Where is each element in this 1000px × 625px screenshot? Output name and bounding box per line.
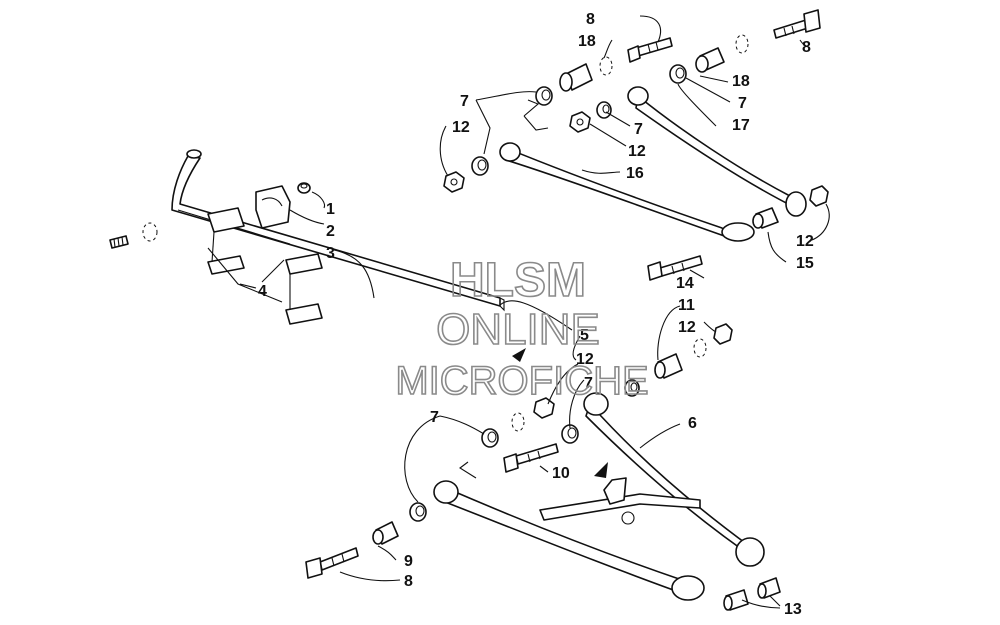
bar-end-screw bbox=[109, 222, 158, 249]
callout-8-lower: 8 bbox=[404, 573, 413, 590]
upper-outer-bushing bbox=[752, 207, 779, 229]
callout-4: 4 bbox=[258, 283, 267, 300]
callout-9: 9 bbox=[404, 553, 413, 570]
callout-18-right: 18 bbox=[732, 73, 750, 90]
upper-sleeve-right bbox=[695, 47, 725, 73]
callout-7-upper-left: 7 bbox=[460, 93, 469, 110]
lower-bushing-mid-a bbox=[481, 428, 499, 448]
watermark-line-1: HLSM bbox=[450, 254, 586, 307]
watermark: HLSM ONLINE MICROFICHE bbox=[395, 253, 650, 404]
watermark-line-3: MICROFICHE bbox=[395, 359, 648, 403]
callout-7-lower-left: 7 bbox=[430, 409, 439, 426]
callout-2: 2 bbox=[326, 223, 335, 240]
lower-outer-bushing-a bbox=[723, 589, 749, 611]
callout-5: 5 bbox=[580, 327, 589, 344]
upper-bushing-d bbox=[471, 156, 489, 176]
callout-12-lower-mid: 12 bbox=[576, 351, 594, 368]
callout-15: 15 bbox=[796, 255, 814, 272]
callout-6: 6 bbox=[688, 415, 697, 432]
lower-washer-1 bbox=[511, 412, 525, 432]
callout-16: 16 bbox=[626, 165, 644, 182]
callout-8-right: 8 bbox=[802, 39, 811, 56]
bar-clamp-upper bbox=[255, 182, 311, 229]
arrow-upper-marker bbox=[512, 348, 526, 362]
lower-bolt-left bbox=[305, 547, 359, 579]
lower-outer-bushing-b bbox=[757, 577, 781, 599]
bar-bracket-left bbox=[207, 207, 245, 275]
lower-nut-upper bbox=[713, 323, 733, 345]
callout-7-upper-right: 7 bbox=[738, 95, 747, 112]
upper-washer-2 bbox=[735, 34, 749, 54]
lower-bushing-mid-c bbox=[624, 379, 640, 397]
lower-a-arm bbox=[433, 392, 765, 601]
callout-labels: 1 2 3 4 5 6 7 7 7 7 7 8 8 8 9 10 11 12 1… bbox=[258, 11, 814, 618]
lower-sleeve bbox=[372, 521, 399, 545]
callout-12-upper-right: 12 bbox=[796, 233, 814, 250]
upper-bushing-a bbox=[535, 86, 553, 106]
watermark-line-2: ONLINE bbox=[436, 305, 600, 354]
callout-10: 10 bbox=[552, 465, 570, 482]
lower-bolt-mid bbox=[503, 443, 559, 473]
callout-1: 1 bbox=[326, 201, 335, 218]
upper-washer-1 bbox=[599, 56, 613, 76]
upper-sleeve-left bbox=[559, 63, 593, 92]
callout-17: 17 bbox=[732, 117, 750, 134]
callout-3: 3 bbox=[326, 245, 335, 262]
callout-12-lower-right: 12 bbox=[678, 319, 696, 336]
stabilizer-bar bbox=[171, 149, 505, 312]
callout-7-upper-mid: 7 bbox=[634, 121, 643, 138]
leader-lines bbox=[207, 15, 830, 609]
lower-washer-2 bbox=[693, 338, 707, 358]
callout-8-top: 8 bbox=[586, 11, 595, 28]
callout-12-upper-mid: 12 bbox=[628, 143, 646, 160]
upper-nut-left bbox=[443, 171, 465, 193]
lower-sleeve-upper bbox=[654, 353, 683, 379]
callout-12-upper-left: 12 bbox=[452, 119, 470, 136]
callout-13: 13 bbox=[784, 601, 802, 618]
lower-nut-mid bbox=[533, 397, 555, 419]
ball-joint-bolt bbox=[647, 255, 703, 281]
lower-bushing-left bbox=[409, 502, 427, 522]
upper-bolt-right bbox=[773, 9, 821, 39]
upper-a-arm bbox=[499, 86, 807, 242]
callout-11: 11 bbox=[678, 297, 695, 314]
callout-7-lower-mid: 7 bbox=[584, 375, 593, 392]
upper-nut bbox=[569, 111, 591, 133]
upper-bushing-b bbox=[669, 64, 687, 84]
upper-bolt-top bbox=[627, 37, 673, 63]
arrow-lower-marker bbox=[594, 462, 608, 478]
callout-18-upper: 18 bbox=[578, 33, 596, 50]
bar-bracket-right bbox=[285, 253, 323, 325]
upper-outer-nut bbox=[809, 185, 829, 207]
callout-14: 14 bbox=[676, 275, 694, 292]
upper-bushing-c bbox=[596, 101, 612, 119]
